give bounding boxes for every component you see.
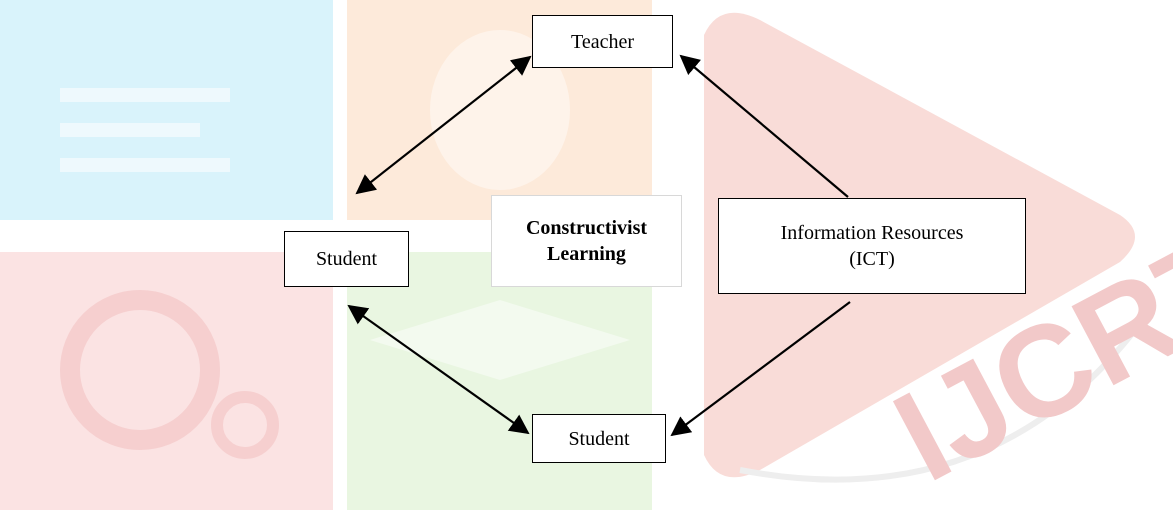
watermark-arc (739, 308, 1153, 483)
edge-student-student (347, 304, 530, 435)
watermark-small-gear-icon (211, 391, 279, 459)
teacher-label: Teacher (571, 30, 634, 53)
center-label-line1: Constructivist (525, 217, 648, 239)
ict-node: Information Resources (ICT) (718, 198, 1026, 294)
edge-ict-student (670, 301, 851, 437)
edge-student-teacher (355, 55, 532, 195)
student-left-node: Student (284, 231, 409, 287)
ict-label-line2: (ICT) (849, 248, 895, 270)
watermark-gear-icon (60, 290, 220, 450)
teacher-node: Teacher (532, 15, 673, 68)
center-label-line2: Learning (547, 243, 626, 265)
watermark-circuit-icon (60, 88, 230, 172)
student-left-label: Student (315, 248, 378, 270)
watermark-tile-cyan (0, 0, 333, 220)
ict-label-line1: Information Resources (780, 222, 964, 244)
student-bottom-label: Student (568, 427, 630, 450)
constructivist-learning-node: Constructivist Learning (491, 195, 682, 287)
edge-ict-teacher (679, 54, 849, 198)
student-bottom-node: Student (532, 414, 666, 463)
